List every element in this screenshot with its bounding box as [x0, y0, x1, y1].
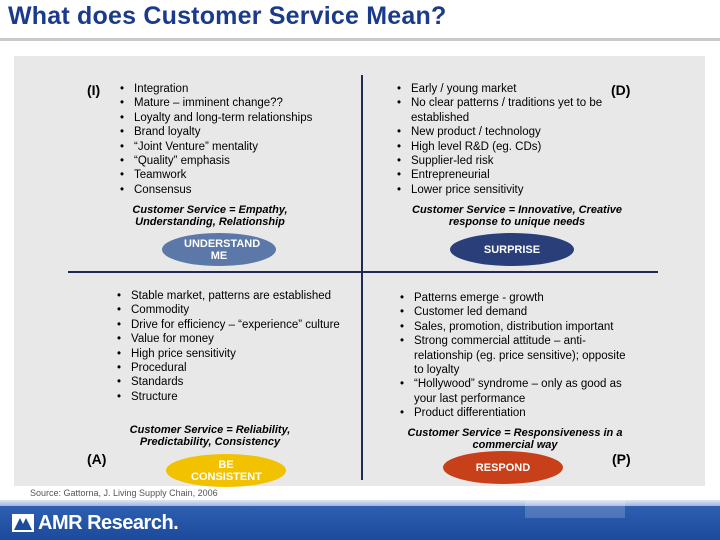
oval-label: UNDERSTAND ME — [184, 237, 261, 262]
oval-label: BE CONSISTENT — [191, 458, 262, 483]
bullet-list-stability: Stable market, patterns are establishedC… — [115, 289, 355, 405]
horizontal-axis — [68, 271, 658, 273]
title-divider — [0, 38, 720, 41]
bullet-item: Consensus — [118, 183, 348, 198]
bullet-item: New product / technology — [395, 125, 610, 140]
footer-bar — [0, 506, 720, 540]
bullet-item: “Quality” emphasis — [118, 154, 348, 169]
bullet-list-integration: IntegrationMature – imminent change??Loy… — [118, 82, 348, 198]
oval-label: SURPRISE — [483, 243, 541, 256]
vertical-axis — [361, 75, 363, 480]
bullet-item: Drive for efficiency – “experience” cult… — [115, 318, 355, 333]
logo-dot: . — [173, 511, 179, 534]
quadrant-label-a: (A) — [87, 451, 107, 467]
source-citation: Source: Gattorna, J. Living Supply Chain… — [30, 488, 218, 498]
bullet-item: Stable market, patterns are established — [115, 289, 355, 304]
bullet-list-growth: Patterns emerge - growthCustomer led dem… — [398, 291, 638, 421]
bullet-item: Lower price sensitivity — [395, 183, 610, 198]
bullet-item: “Hollywood” syndrome – only as good as y… — [398, 377, 638, 406]
bullet-item: Teamwork — [118, 168, 348, 183]
bullet-item: Product differentiation — [398, 406, 638, 421]
bullet-item: Mature – imminent change?? — [118, 96, 348, 111]
bullet-item: Sales, promotion, distribution important — [398, 320, 638, 335]
bullet-item: Supplier-led risk — [395, 154, 610, 169]
bullet-item: Patterns emerge - growth — [398, 291, 638, 306]
bullet-item: Integration — [118, 82, 348, 97]
footer-highlight — [0, 500, 720, 506]
bullet-item: Loyalty and long-term relationships — [118, 111, 348, 126]
bullet-item: Structure — [115, 390, 355, 405]
quadrant-label-p: (P) — [612, 451, 631, 467]
bullet-item: High price sensitivity — [115, 347, 355, 362]
bullet-item: Value for money — [115, 332, 355, 347]
bullet-item: Standards — [115, 375, 355, 390]
bullet-item: Entrepreneurial — [395, 168, 610, 183]
bullet-list-innovation: Early / young marketNo clear patterns / … — [395, 82, 610, 198]
bullet-item: No clear patterns / traditions yet to be… — [395, 96, 610, 125]
bullet-item: High level R&D (eg. CDs) — [395, 140, 610, 155]
bullet-item: Procedural — [115, 361, 355, 376]
amr-logo: AMR Research. — [12, 510, 179, 536]
service-definition-responsiveness: Customer Service = Responsiveness in a c… — [407, 427, 623, 451]
bullet-item: Brand loyalty — [118, 125, 348, 140]
service-definition-innovative: Customer Service = Innovative, Creative … — [412, 204, 623, 228]
service-definition-reliability: Customer Service = Reliability, Predicta… — [129, 424, 291, 448]
amr-logo-icon — [12, 512, 34, 534]
logo-text: AMR Research — [38, 511, 174, 534]
page-title: What does Customer Service Mean? — [8, 2, 447, 30]
bullet-item: Strong commercial attitude – anti-relati… — [398, 334, 638, 377]
quadrant-label-d: (D) — [611, 82, 631, 98]
bullet-item: “Joint Venture” mentality — [118, 140, 348, 155]
bullet-item: Customer led demand — [398, 305, 638, 320]
footer-watermark — [525, 500, 625, 518]
quadrant-label-i: (I) — [87, 82, 101, 98]
oval-respond: RESPOND — [443, 451, 563, 484]
bullet-item: Commodity — [115, 303, 355, 318]
oval-label: RESPOND — [475, 461, 531, 474]
oval-be-consistent: BE CONSISTENT — [166, 454, 286, 487]
oval-surprise: SURPRISE — [450, 233, 574, 266]
bullet-item: Early / young market — [395, 82, 610, 97]
service-definition-empathy: Customer Service = Empathy, Understandin… — [132, 204, 288, 228]
oval-understand-me: UNDERSTAND ME — [162, 233, 276, 266]
